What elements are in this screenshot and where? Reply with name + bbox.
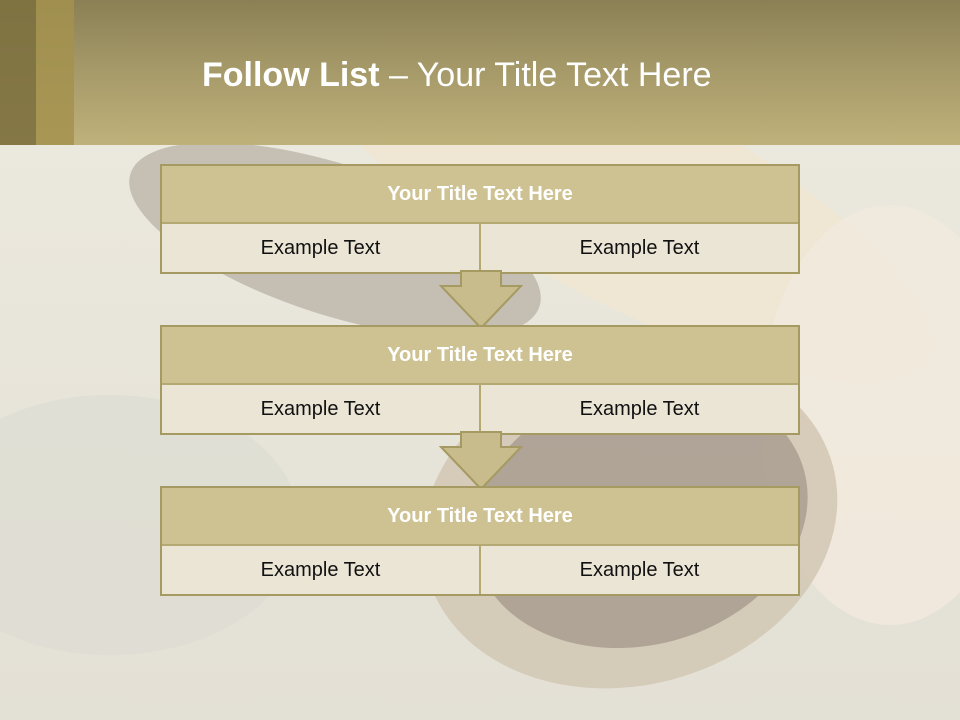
slide-title-bold: Follow List xyxy=(202,56,380,94)
flow-block-title: Your Title Text Here xyxy=(162,166,798,224)
flow-block-2: Your Title Text Here Example Text Exampl… xyxy=(160,325,800,435)
flow-block-1: Your Title Text Here Example Text Exampl… xyxy=(160,164,800,274)
flow-block-title: Your Title Text Here xyxy=(162,488,798,546)
header-bar: Follow List – Your Title Text Here xyxy=(0,0,960,145)
flow-block-3: Your Title Text Here Example Text Exampl… xyxy=(160,486,800,596)
slide-title-rest: – Your Title Text Here xyxy=(379,56,712,94)
down-arrow-icon xyxy=(439,270,523,330)
slide-title: Follow List – Your Title Text Here xyxy=(202,56,712,95)
flow-block-cell: Example Text xyxy=(162,546,479,594)
flow-block-cell: Example Text xyxy=(162,385,479,433)
down-arrow-icon xyxy=(439,431,523,491)
flow-block-title: Your Title Text Here xyxy=(162,327,798,385)
flow-block-cell: Example Text xyxy=(162,224,479,272)
header-accent-strip-2 xyxy=(36,0,74,145)
flow-block-cell: Example Text xyxy=(479,224,798,272)
flow-block-cell: Example Text xyxy=(479,385,798,433)
header-accent-strip xyxy=(0,0,36,145)
flow-block-cell: Example Text xyxy=(479,546,798,594)
